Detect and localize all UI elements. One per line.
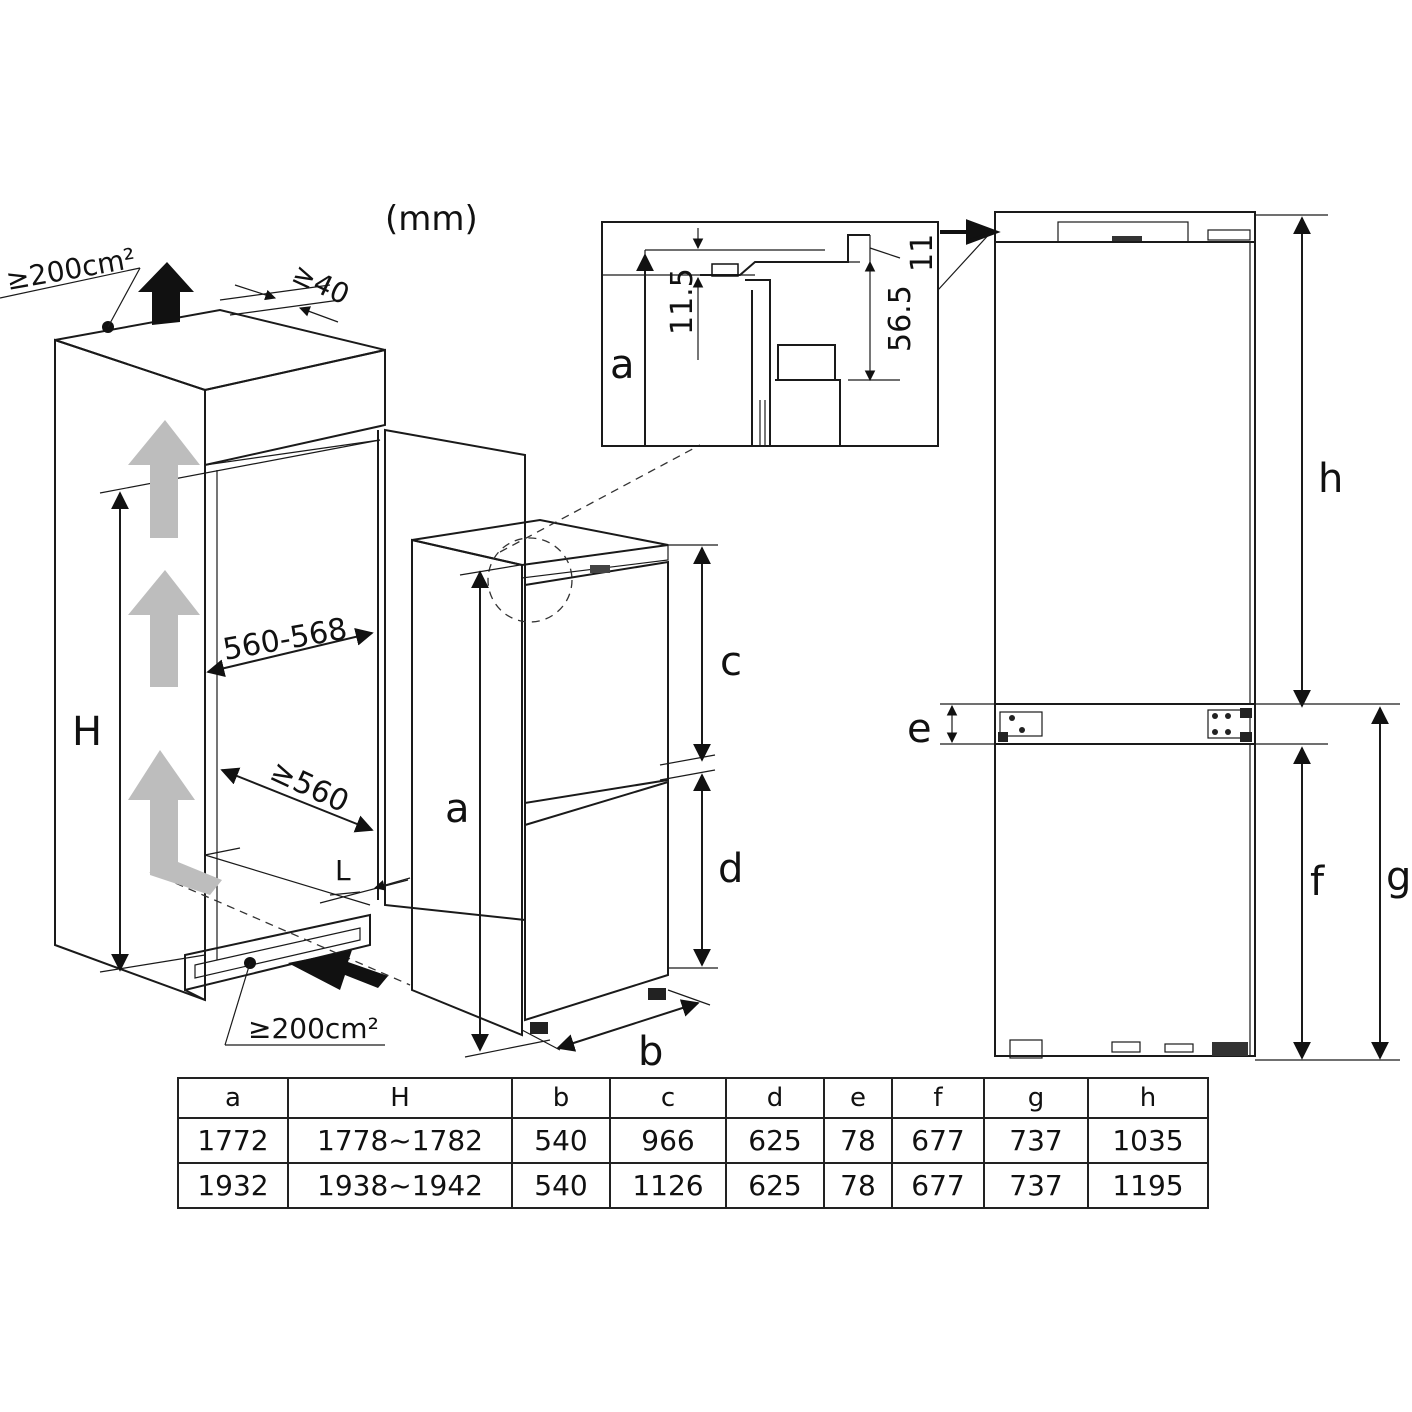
label-g: g xyxy=(1386,854,1411,900)
svg-text:≥200cm²: ≥200cm² xyxy=(3,242,138,297)
col-header: f xyxy=(891,1077,985,1119)
unit-note: (mm) xyxy=(385,199,478,239)
label-L: L xyxy=(335,854,351,887)
label-H: H xyxy=(72,709,102,755)
height-f-dim: f xyxy=(1255,746,1400,1061)
vent-bottom-callout: ≥200cm² xyxy=(224,962,385,1046)
table-cell: 966 xyxy=(609,1117,727,1164)
vent-arrow-bottom xyxy=(288,950,388,990)
col-header: h xyxy=(1087,1077,1209,1119)
vent-top-callout: ≥200cm² xyxy=(0,242,141,328)
table-cell: 78 xyxy=(823,1162,893,1209)
height-h-dim: h xyxy=(1255,214,1343,708)
label-h: h xyxy=(1318,456,1343,502)
svg-text:11.5: 11.5 xyxy=(665,268,700,335)
svg-text:56.5: 56.5 xyxy=(883,285,918,352)
front-view xyxy=(940,211,1256,1059)
hinge-right xyxy=(1207,708,1252,742)
dimensions-table: a H b c d e f g h 1772 1778~1782 540 966… xyxy=(177,1077,1209,1209)
height-e-dim: e xyxy=(907,703,1400,752)
table-row: 1772 1778~1782 540 966 625 78 677 737 10… xyxy=(177,1117,1209,1164)
table-cell: 540 xyxy=(511,1117,611,1164)
niche-width-dim: 560-568 xyxy=(206,612,374,678)
height-d-dim: d xyxy=(668,773,743,969)
table-cell: 737 xyxy=(983,1162,1089,1209)
table-cell: 78 xyxy=(823,1117,893,1164)
table-cell: 677 xyxy=(891,1117,985,1164)
label-d: d xyxy=(718,846,743,892)
table-cell: 625 xyxy=(725,1162,825,1209)
label-e: e xyxy=(907,706,932,752)
height-a-dim: a xyxy=(445,564,551,1058)
col-header: c xyxy=(609,1077,727,1119)
vent-arrow-top xyxy=(138,262,194,325)
table-cell: 737 xyxy=(983,1117,1089,1164)
col-header: e xyxy=(823,1077,893,1119)
table-row: 1932 1938~1942 540 1126 625 78 677 737 1… xyxy=(177,1162,1209,1209)
svg-text:11: 11 xyxy=(905,234,940,272)
col-header: a xyxy=(177,1077,289,1119)
col-header: b xyxy=(511,1077,611,1119)
top-clearance-dim: ≥40 xyxy=(219,256,355,323)
detail-view: a 11.5 56.5 11 xyxy=(601,221,994,447)
table-cell: 625 xyxy=(725,1117,825,1164)
svg-text:≥560: ≥560 xyxy=(265,754,354,821)
label-f: f xyxy=(1310,859,1325,905)
label-b: b xyxy=(638,1029,663,1075)
label-c: c xyxy=(720,639,742,685)
col-header: H xyxy=(287,1077,513,1119)
height-g-dim: g xyxy=(1371,706,1411,1060)
height-c-dim: c xyxy=(668,544,742,762)
airflow-arrows xyxy=(128,420,222,895)
table-cell: 677 xyxy=(891,1162,985,1209)
label-a: a xyxy=(445,786,470,832)
hinge-left xyxy=(998,711,1043,742)
table-cell: 1938~1942 xyxy=(287,1162,513,1209)
appliance xyxy=(411,444,716,1037)
table-cell: 1035 xyxy=(1087,1117,1209,1164)
table-header-row: a H b c d e f g h xyxy=(177,1077,1209,1119)
table-cell: 1778~1782 xyxy=(287,1117,513,1164)
svg-text:a: a xyxy=(610,342,635,388)
col-header: g xyxy=(983,1077,1089,1119)
height-H-dim: H xyxy=(72,491,129,972)
gap-L-dim: L xyxy=(319,854,411,904)
svg-text:560-568: 560-568 xyxy=(220,612,350,668)
table-cell: 1195 xyxy=(1087,1162,1209,1209)
niche-depth-dim: ≥560 xyxy=(220,754,374,833)
table-cell: 540 xyxy=(511,1162,611,1209)
svg-text:≥200cm²: ≥200cm² xyxy=(248,1012,379,1045)
table-cell: 1772 xyxy=(177,1117,289,1164)
table-cell: 1932 xyxy=(177,1162,289,1209)
width-b-dim: b xyxy=(521,989,711,1075)
col-header: d xyxy=(725,1077,825,1119)
table-cell: 1126 xyxy=(609,1162,727,1209)
